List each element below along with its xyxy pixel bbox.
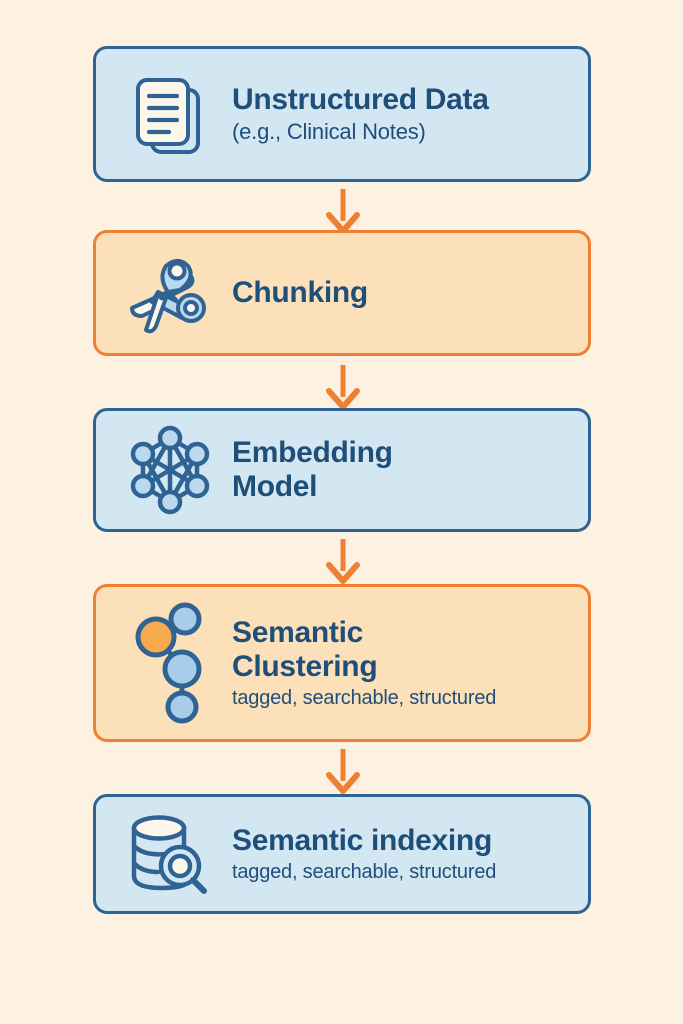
step-subtitle: tagged, searchable, structured xyxy=(232,860,497,883)
step-title: Unstructured Data xyxy=(232,82,489,116)
step-title: Semantic Clustering xyxy=(232,616,378,683)
step-subtitle: (e.g., Clinical Notes) xyxy=(232,119,426,145)
step-text-block: Semantic indexing tagged, searchable, st… xyxy=(218,824,588,884)
step-box-chunking[interactable]: Chunking xyxy=(93,230,591,356)
step-title: Semantic indexing xyxy=(232,824,492,858)
step-text-block: Unstructured Data (e.g., Clinical Notes) xyxy=(218,83,588,146)
step-text-block: Semantic Clustering tagged, searchable, … xyxy=(218,616,588,709)
step-box-semantic-indexing[interactable]: Semantic indexing tagged, searchable, st… xyxy=(93,794,591,914)
step-subtitle: tagged, searchable, structured xyxy=(232,686,497,709)
cluster-nodes-icon xyxy=(122,602,218,724)
network-graph-icon xyxy=(122,422,218,518)
arrow-down-2 xyxy=(325,364,361,410)
step-text-block: Embedding Model xyxy=(218,436,588,503)
database-search-icon xyxy=(122,806,218,902)
arrow-down-3 xyxy=(325,538,361,584)
scissors-icon xyxy=(122,245,218,341)
arrow-down-4 xyxy=(325,748,361,794)
step-box-embedding-model[interactable]: Embedding Model xyxy=(93,408,591,532)
step-title: Embedding Model xyxy=(232,436,393,503)
documents-icon xyxy=(122,66,218,162)
step-box-unstructured-data[interactable]: Unstructured Data (e.g., Clinical Notes) xyxy=(93,46,591,182)
step-title: Chunking xyxy=(232,276,368,310)
step-text-block: Chunking xyxy=(218,276,588,310)
arrow-down-1 xyxy=(325,188,361,234)
step-box-semantic-clustering[interactable]: Semantic Clustering tagged, searchable, … xyxy=(93,584,591,742)
